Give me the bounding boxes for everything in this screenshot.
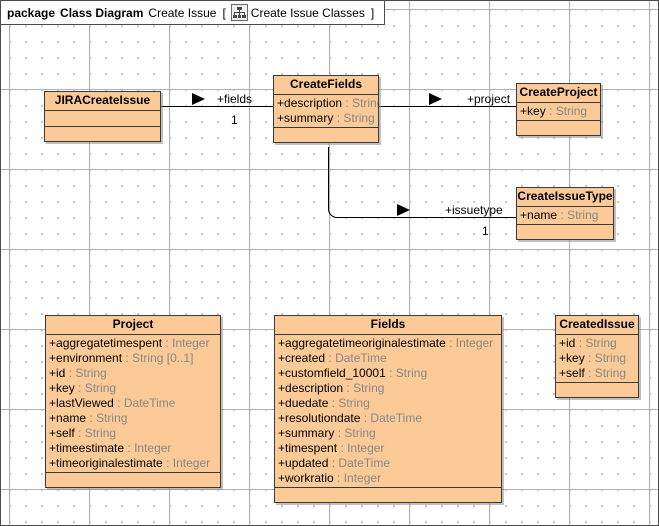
class-operations-project: [46, 473, 220, 487]
class-attribute: +timespent : Integer: [278, 441, 385, 455]
class-attribute: +summary : String: [277, 111, 375, 125]
association-line-issuetype-vertical: [328, 147, 329, 208]
class-title-fields: Fields: [275, 316, 501, 335]
class-attributes-createissuetype: +name : String: [517, 207, 613, 225]
class-attribute: +key : String: [559, 351, 627, 365]
class-attribute: +id : String: [49, 366, 107, 380]
class-operations-createfields: [274, 128, 378, 142]
association-line-project: [379, 106, 516, 107]
class-box-createfields[interactable]: CreateFields +description : String +summ…: [273, 75, 379, 143]
class-attribute: +environment : String [0..1]: [49, 351, 194, 365]
class-attribute: +created : DateTime: [278, 351, 387, 365]
class-attribute: +summary : String: [278, 426, 376, 440]
association-multiplicity-issuetype: 1: [482, 224, 489, 238]
class-attribute: +name : String: [49, 411, 128, 425]
class-attribute: +lastViewed : DateTime: [49, 396, 176, 410]
class-attribute: +self : String: [49, 426, 117, 440]
class-attribute: +timeestimate : Integer: [49, 441, 172, 455]
class-operations-createissuetype: [517, 225, 613, 239]
class-attribute: +aggregatetimespent : Integer: [49, 336, 210, 350]
class-diagram-tree-icon: [230, 4, 248, 21]
class-attribute: +workratio : Integer: [278, 471, 382, 485]
class-title-project: Project: [46, 316, 220, 335]
class-attribute: +description : String: [277, 96, 378, 110]
class-attributes-project: +aggregatetimespent : Integer +environme…: [46, 335, 220, 473]
class-box-createdissue[interactable]: CreatedIssue +id : String +key : String …: [555, 315, 639, 398]
association-arrow-issuetype: [397, 204, 410, 216]
association-role-project: +project: [467, 92, 511, 106]
class-attribute: +updated : DateTime: [278, 456, 390, 470]
class-box-project[interactable]: Project +aggregatetimespent : Integer +e…: [45, 315, 221, 488]
class-operations-createproject: [517, 121, 600, 135]
bracket-close: ]: [370, 5, 375, 20]
class-box-createissuetype[interactable]: CreateIssueType +name : String: [516, 187, 614, 240]
class-attribute: +self : String: [559, 366, 627, 380]
class-attributes-createproject: +key : String: [517, 103, 600, 121]
class-box-createproject[interactable]: CreateProject +key : String: [516, 83, 601, 136]
package-name: Create Issue: [148, 5, 217, 20]
class-operations-createdissue: [556, 383, 638, 397]
class-title-createproject: CreateProject: [517, 84, 600, 103]
association-multiplicity-fields: 1: [231, 113, 238, 127]
class-attributes-fields: +aggregatetimeoriginalestimate : Integer…: [275, 335, 501, 488]
association-arrow-fields: [192, 93, 205, 105]
class-title-jiracreateissue: JIRACreateIssue: [45, 92, 160, 111]
class-attribute: +timeoriginalestimate : Integer: [49, 456, 211, 470]
class-title-createissuetype: CreateIssueType: [517, 188, 613, 207]
class-box-fields[interactable]: Fields +aggregatetimeoriginalestimate : …: [274, 315, 502, 503]
association-elbow-issuetype: [328, 208, 338, 218]
package-frame-header: package Class Diagram Create Issue [ Cre…: [1, 1, 385, 25]
class-title-createfields: CreateFields: [274, 76, 378, 95]
association-arrow-project: [429, 93, 442, 105]
association-line-fields: [161, 106, 273, 107]
class-operations-jiracreateissue: [45, 127, 160, 141]
class-attribute: +customfield_10001 : String: [278, 366, 428, 380]
class-attribute: +description : String: [278, 381, 385, 395]
class-attribute: +key : String: [49, 381, 117, 395]
diagram-name: Create Issue Classes: [250, 5, 365, 20]
package-stereotype: Class Diagram: [60, 5, 144, 20]
class-attributes-jiracreateissue: [45, 111, 160, 127]
class-attribute: +name : String: [520, 208, 599, 222]
class-title-createdissue: CreatedIssue: [556, 316, 638, 335]
association-line-issuetype-horizontal: [338, 217, 516, 218]
class-attribute: +resolutiondate : DateTime: [278, 411, 422, 425]
class-attribute: +id : String: [559, 336, 617, 350]
package-keyword: package: [7, 5, 56, 20]
class-attribute: +key : String: [520, 104, 588, 118]
class-attribute: +aggregatetimeoriginalestimate : Integer: [278, 336, 494, 350]
bracket-open: [: [222, 5, 226, 20]
class-attribute: +duedate : String: [278, 396, 370, 410]
class-attributes-createdissue: +id : String +key : String +self : Strin…: [556, 335, 638, 383]
class-attributes-createfields: +description : String +summary : String: [274, 95, 378, 128]
class-operations-fields: [275, 488, 501, 502]
association-role-issuetype: +issuetype: [445, 203, 503, 217]
association-role-fields: +fields: [217, 92, 253, 106]
class-box-jiracreateissue[interactable]: JIRACreateIssue: [44, 91, 161, 142]
